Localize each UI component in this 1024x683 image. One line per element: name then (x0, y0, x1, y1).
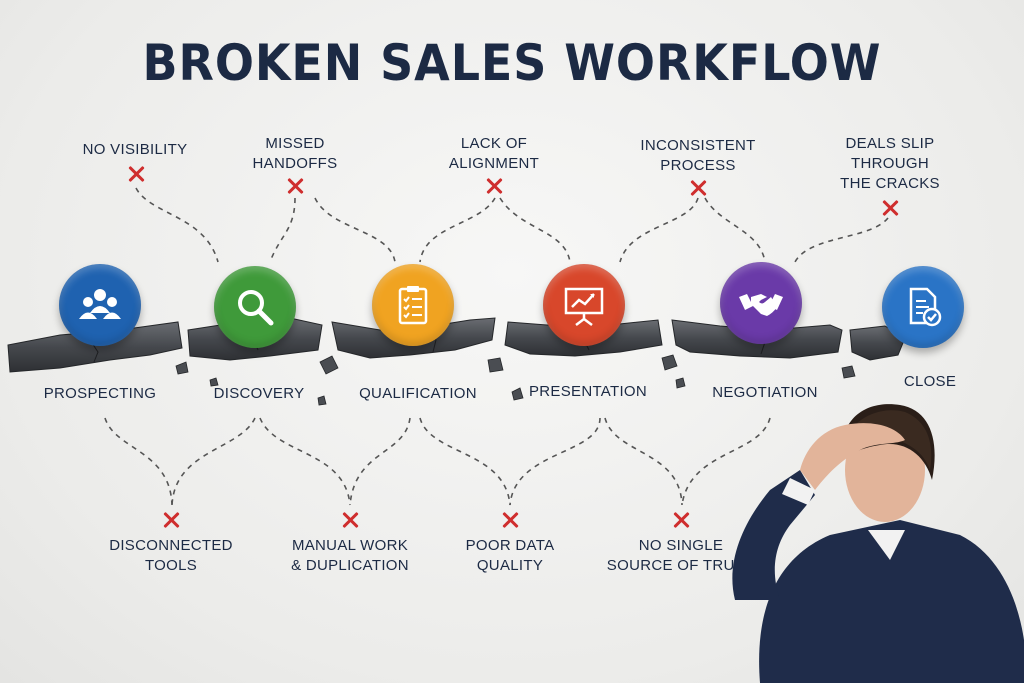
stage-close-circle (882, 266, 964, 348)
stage-qualification-circle (372, 264, 454, 346)
people-icon (79, 289, 121, 319)
stage-label-discovery: DISCOVERY (213, 385, 305, 402)
stage-discovery-circle (214, 266, 296, 348)
businessman-hand (782, 423, 905, 505)
issue-label: MISSED HANDOFFS (252, 135, 338, 172)
issue-label: LACK OF ALIGNMENT (448, 135, 540, 172)
issue-label: POOR DATA QUALITY (465, 537, 555, 574)
businessman-suit (732, 470, 1024, 683)
issue-label: DISCONNECTED TOOLS (109, 537, 233, 574)
presentation-board-icon (564, 287, 604, 326)
stage-label-negotiation: NEGOTIATION (712, 384, 818, 401)
issue-label: NO VISIBILITY (82, 141, 188, 158)
stage-negotiation-circle (720, 262, 802, 344)
clipboard-checklist-icon (398, 286, 428, 325)
issue-label: MANUAL WORK & DUPLICATION (291, 537, 409, 574)
stage-label-qualification: QUALIFICATION (359, 385, 477, 402)
stage-label-presentation: PRESENTATION (528, 383, 648, 400)
issue-label: NO SINGLE SOURCE OF TRUTH (606, 537, 756, 574)
stage-label-prospecting: PROSPECTING (43, 385, 157, 402)
handshake-icon (739, 294, 783, 316)
issue-label: INCONSISTENT PROCESS (640, 137, 756, 174)
stage-presentation-circle (543, 264, 625, 346)
path-segment (849, 325, 906, 361)
document-check-icon (909, 287, 942, 327)
stage-label-close: CLOSE (903, 373, 957, 390)
magnifier-icon (238, 290, 274, 326)
stage-prospecting-circle (59, 264, 141, 346)
businessman-head (841, 404, 935, 522)
issue-label: DEALS SLIP THROUGH THE CRACKS (840, 135, 940, 192)
page-title: BROKEN SALES WORKFLOW (142, 34, 882, 92)
